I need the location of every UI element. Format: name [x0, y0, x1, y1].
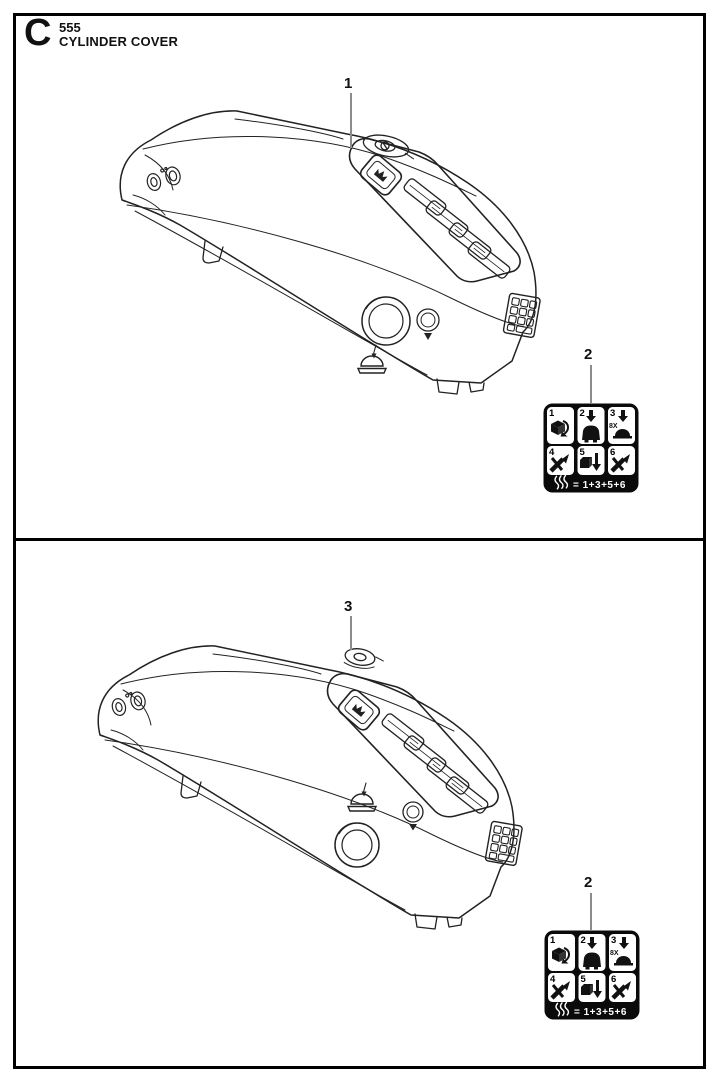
cap-circle [361, 296, 411, 346]
screwdriver-icon [610, 454, 630, 473]
top-cap [343, 648, 384, 669]
primer-symbol [347, 782, 377, 812]
open-cover-icon [552, 947, 570, 964]
svg-text:= 1+3+5+6: = 1+3+5+6 [573, 480, 626, 491]
top-cap-recess [362, 134, 415, 160]
svg-text:1: 1 [550, 935, 556, 946]
cylinder-cover-diagram-1 [119, 110, 542, 395]
side-label-grid [502, 292, 542, 339]
page-title: CYLINDER COVER [59, 34, 179, 49]
svg-text:4: 4 [549, 447, 555, 458]
callout-leader-line [590, 893, 592, 930]
page-border [13, 13, 706, 1069]
svg-text:6: 6 [611, 974, 616, 985]
purge-marks [144, 163, 183, 193]
tap-filter-icon: 8X [610, 937, 633, 966]
svg-text:2: 2 [581, 935, 586, 946]
remove-filter-icon [580, 453, 601, 471]
part-callout-2: 2 [584, 346, 593, 363]
air-filter-instruction-label: 1 2 3 4 5 6 8X [544, 930, 640, 1020]
start-dial [402, 801, 424, 831]
part-callout-2: 2 [584, 874, 593, 891]
svg-text:2: 2 [580, 408, 585, 419]
press-cover-icon [583, 937, 601, 970]
svg-text:= 1+3+5+6: = 1+3+5+6 [574, 1007, 627, 1018]
heat-waves-icon [555, 1001, 570, 1017]
remove-filter-icon [581, 980, 602, 998]
svg-text:8X: 8X [609, 423, 618, 430]
press-cover-icon [582, 410, 600, 443]
screwdriver-icon [550, 981, 570, 1000]
part-callout-3: 3 [344, 598, 353, 615]
open-cover-icon [551, 420, 569, 437]
cylinder-cover-diagram-2 [97, 645, 524, 930]
svg-text:3: 3 [610, 408, 615, 419]
svg-text:6: 6 [610, 447, 615, 458]
start-dial [416, 308, 440, 340]
svg-text:8X: 8X [610, 950, 619, 957]
svg-text:1: 1 [549, 408, 555, 419]
part-callout-1: 1 [344, 75, 353, 92]
svg-text:5: 5 [581, 974, 587, 985]
screwdriver-icon [611, 981, 631, 1000]
callout-leader-line [590, 365, 592, 403]
screwdriver-icon [549, 454, 569, 473]
model-number: 555 [59, 20, 81, 35]
svg-text:5: 5 [580, 447, 586, 458]
heat-waves-icon [554, 474, 569, 490]
cap-circle [334, 822, 380, 868]
air-filter-instruction-label: 1 2 3 4 5 6 8X [543, 403, 639, 493]
tap-filter-icon: 8X [609, 410, 632, 439]
panel-divider [13, 538, 706, 541]
svg-text:3: 3 [611, 935, 616, 946]
callout-leader-line [350, 93, 352, 148]
svg-text:4: 4 [550, 974, 556, 985]
callout-leader-line [350, 616, 352, 650]
section-letter: C [24, 12, 52, 54]
